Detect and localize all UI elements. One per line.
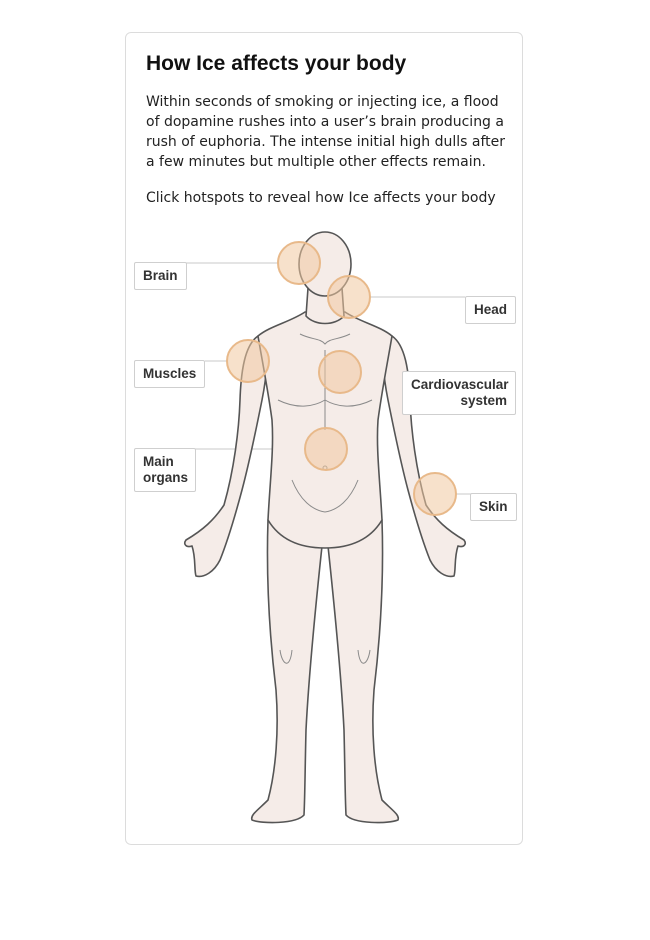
hotspot-main-organs[interactable] <box>304 427 348 471</box>
intro-paragraph: Within seconds of smoking or injecting i… <box>146 94 506 170</box>
body-details <box>277 333 373 664</box>
hotspot-cardiovascular[interactable] <box>318 350 362 394</box>
label-head[interactable]: Head <box>465 296 517 324</box>
instruction-text: Click hotspots to reveal how Ice affects… <box>146 190 496 206</box>
left-arm <box>184 335 269 578</box>
hotspot-skin[interactable] <box>413 472 457 516</box>
left-leg <box>250 519 323 824</box>
right-leg <box>327 519 400 824</box>
hotspot-head[interactable] <box>327 275 371 319</box>
label-skin[interactable]: Skin <box>470 493 517 521</box>
hotspots <box>226 241 457 516</box>
label-main-organs[interactable]: Main organs <box>134 448 196 492</box>
label-brain[interactable]: Brain <box>134 262 187 290</box>
page-title: How Ice affects your body <box>146 52 407 75</box>
hotspot-muscles[interactable] <box>226 339 270 383</box>
label-cardiovascular-system[interactable]: Cardiovascular system <box>402 371 516 415</box>
hotspot-brain[interactable] <box>277 241 321 285</box>
label-muscles[interactable]: Muscles <box>134 360 206 388</box>
